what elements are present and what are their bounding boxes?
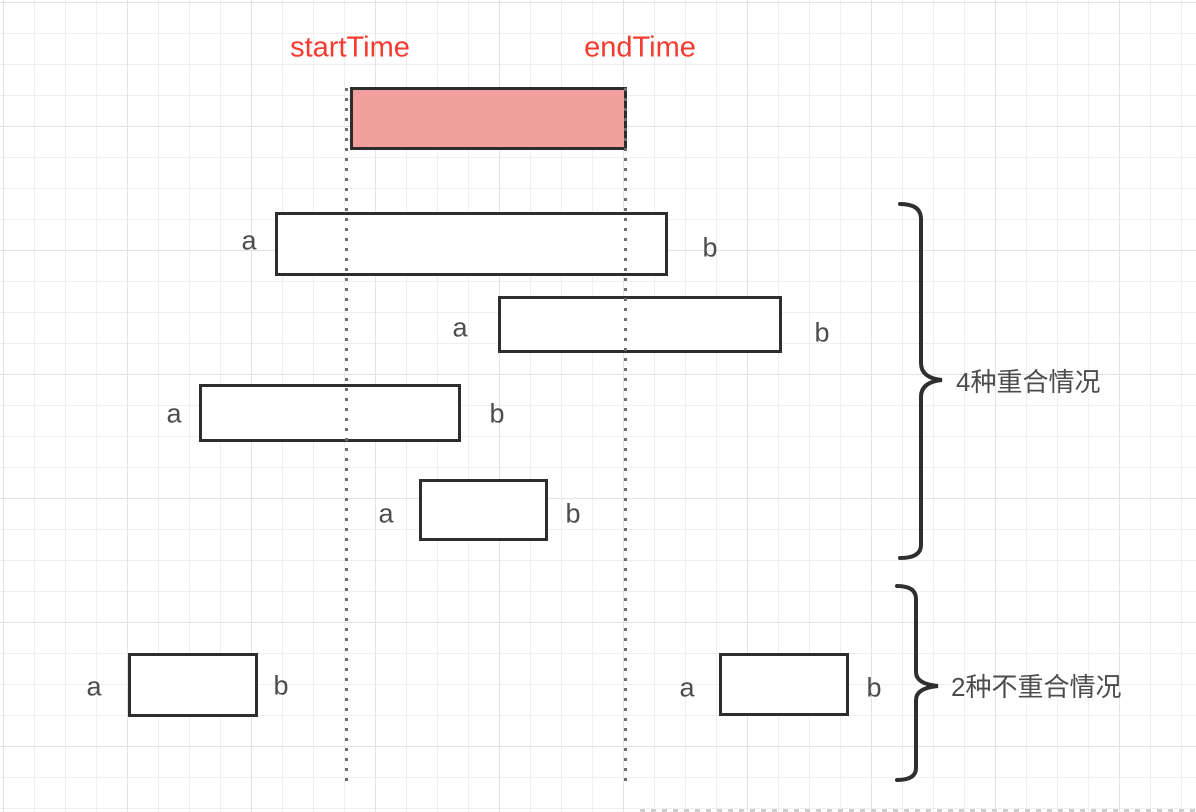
overlap-group-label: 4种重合情况 <box>956 367 1101 397</box>
overlap-case-1-start-label: a <box>241 225 257 256</box>
nonoverlap-case-2-rect <box>719 653 849 716</box>
overlap-case-4-rect <box>419 479 548 541</box>
endtime-guide-line <box>624 88 627 783</box>
starttime-label: startTime <box>290 31 410 64</box>
overlap-group-brace <box>898 202 943 560</box>
overlap-case-3-end-label: b <box>489 398 505 429</box>
nonoverlap-case-1-rect <box>128 653 258 717</box>
nonoverlap-case-1-end-label: b <box>273 670 289 701</box>
nonoverlap-group-label: 2种不重合情况 <box>951 672 1122 702</box>
overlap-case-3-rect <box>199 384 461 442</box>
endtime-label: endTime <box>584 31 696 64</box>
page-boundary-edge <box>640 809 1196 812</box>
nonoverlap-case-2-start-label: a <box>679 672 695 703</box>
overlap-case-2-start-label: a <box>452 312 468 343</box>
nonoverlap-case-2-end-label: b <box>866 672 882 703</box>
overlap-case-2-end-label: b <box>814 317 830 348</box>
overlap-case-4-end-label: b <box>565 498 581 529</box>
nonoverlap-group-brace <box>895 584 939 782</box>
overlap-case-1-rect <box>275 212 668 276</box>
overlap-case-3-start-label: a <box>166 398 182 429</box>
nonoverlap-case-1-start-label: a <box>86 671 102 702</box>
overlap-case-1-end-label: b <box>702 232 718 263</box>
overlap-case-2-rect <box>498 296 782 353</box>
starttime-guide-line <box>345 88 348 783</box>
time-interval-rect <box>350 87 627 150</box>
overlap-case-4-start-label: a <box>378 498 394 529</box>
